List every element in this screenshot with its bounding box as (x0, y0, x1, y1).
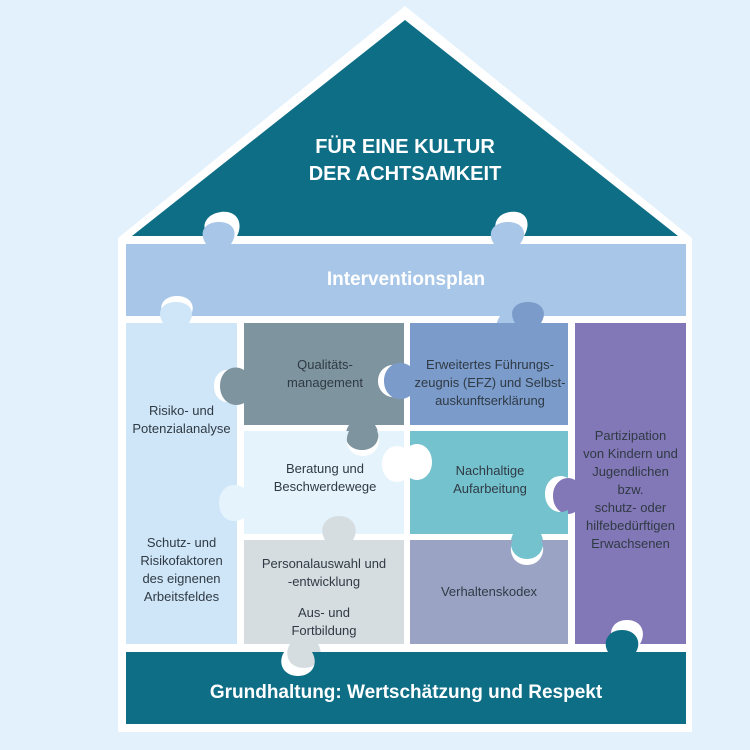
roof-title-line: DER ACHTSAMKEIT (308, 163, 502, 185)
risiko-piece (126, 302, 237, 644)
grundhaltung-piece (126, 630, 686, 724)
interventionsplan-label: Interventionsplan (326, 269, 486, 290)
personal-piece (244, 516, 404, 668)
fortbildung-label: Aus- und Fortbildung (291, 605, 357, 638)
roof-piece (132, 20, 678, 236)
roof-title: FÜR EINE KULTUR DER ACHTSAMKEIT (260, 128, 550, 194)
interventionsplan-piece (126, 222, 686, 340)
grundhaltung-label: Grundhaltung: Wertschätzung und Respekt (209, 682, 603, 703)
verhaltenskodex-piece (410, 540, 568, 644)
partizipation-label: Partizipation von Kindern und Jugendlich… (583, 428, 678, 551)
efz-piece (384, 302, 568, 425)
beratung-label: Beratung und Beschwerdewege (273, 461, 377, 494)
nachhaltige-label: Nachhaltige Aufarbeitung (453, 463, 527, 496)
beratung-piece (219, 431, 404, 534)
risiko-label: Risiko- und Potenzialanalyse (132, 403, 231, 436)
partizipation-piece (553, 323, 686, 644)
roof-title-line: FÜR EINE KULTUR (315, 136, 495, 158)
qualitaet-piece (220, 323, 404, 450)
personal-label: Personalauswahl und -entwicklung (261, 556, 387, 589)
verhaltenskodex-label: Verhaltenskodex (440, 584, 538, 599)
schutz-label: Schutz- und Risikofaktoren des eignenen … (140, 535, 223, 604)
nachhaltige-piece (410, 431, 568, 559)
qualitaet-label: Qualitäts- management (287, 357, 363, 390)
efz-label: Erweitertes Führungs- zeugnis (EFZ) und … (414, 357, 566, 408)
